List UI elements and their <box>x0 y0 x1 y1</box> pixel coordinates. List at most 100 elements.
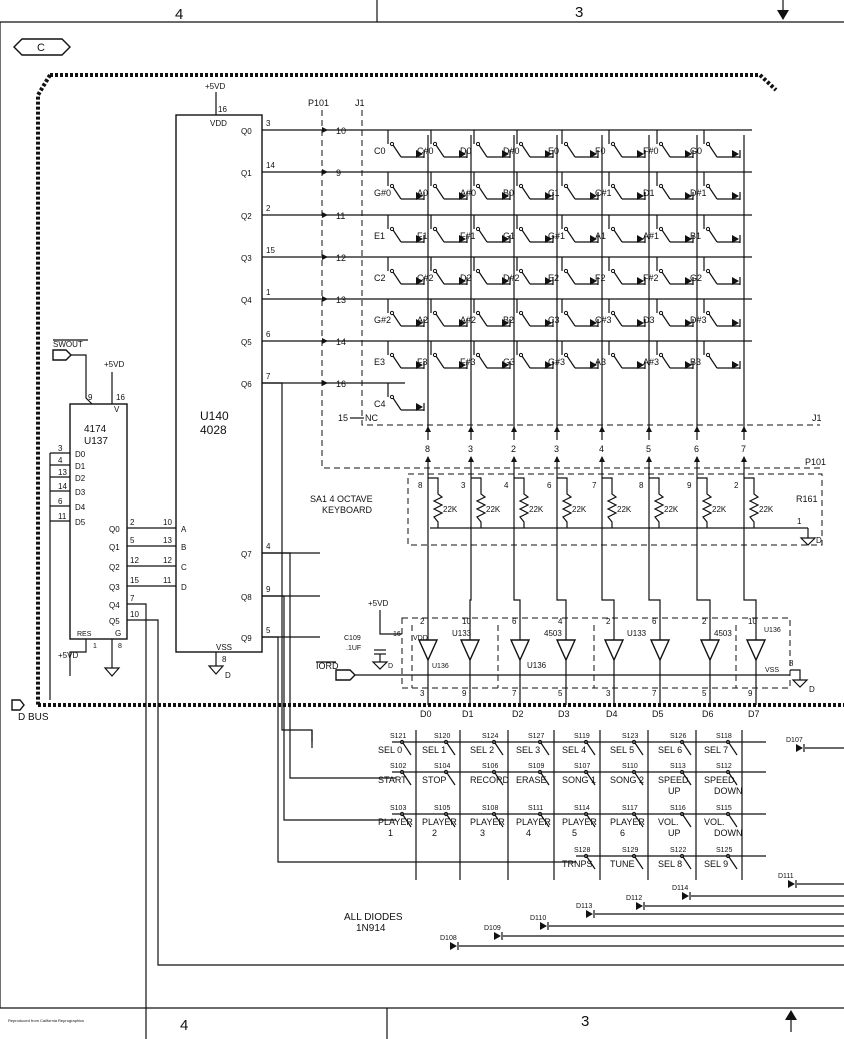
diode-icon <box>450 942 459 950</box>
diode-ref: D107 <box>786 737 803 744</box>
key-label: G1 <box>503 231 515 241</box>
data-bit-label: D2 <box>512 709 524 719</box>
switch-ref: S114 <box>574 805 590 812</box>
u140-part: 4028 <box>200 423 227 437</box>
switch-contact <box>563 183 569 189</box>
u140-output-pin: 7 <box>266 372 271 381</box>
switch-blade <box>661 271 671 285</box>
switch-blade <box>613 186 623 200</box>
switch-contact <box>705 141 711 147</box>
switch-ref: S123 <box>622 733 638 740</box>
switch-ref: S119 <box>574 733 590 740</box>
switch-blade <box>402 772 412 786</box>
resistor-icon <box>471 477 487 528</box>
key-switch-icon <box>475 141 488 158</box>
switch-contact <box>705 268 711 274</box>
key-label: C4 <box>374 399 386 409</box>
diode-body <box>637 361 644 369</box>
sheet-letter: C <box>37 42 45 54</box>
switch-blade <box>661 229 671 243</box>
u137-clk-num: 9 <box>88 393 93 402</box>
buffer-chip-label: 4503 <box>544 629 562 638</box>
connector-outline: P101 J1 J1 P101 15 NC <box>308 98 826 469</box>
switch-blade <box>435 186 445 200</box>
switch-label: SEL 3 <box>516 745 540 755</box>
switch-contact <box>705 352 711 358</box>
bus-label: D BUS <box>18 712 49 723</box>
key-label: G#3 <box>548 357 565 367</box>
u137-q5-wire <box>127 619 844 966</box>
connector-row-pin: 14 <box>336 337 346 347</box>
diode-body <box>685 277 692 285</box>
switch-blade <box>478 271 488 285</box>
resistor-pin: 4 <box>504 481 509 490</box>
switch-blade <box>708 271 718 285</box>
switch-contact <box>518 352 524 358</box>
switch-blade <box>682 856 692 870</box>
switch-contact <box>475 352 481 358</box>
u140-output-label: Q7 <box>241 550 252 559</box>
u137-input-pin: 13 <box>58 468 67 477</box>
switch-blade <box>708 144 718 158</box>
switch-blade <box>708 229 718 243</box>
key-switch-icon <box>705 141 718 158</box>
key-label: D2 <box>460 273 472 283</box>
buffer-input-pin: 2 <box>606 617 611 626</box>
switch-contact <box>658 141 664 147</box>
diode-body <box>685 150 692 158</box>
diode-body <box>637 235 644 243</box>
key-label: F#1 <box>460 231 476 241</box>
resistor-value: 22K <box>617 505 632 514</box>
resistor-pin: 8 <box>639 481 644 490</box>
u137-output-label: Q0 <box>109 525 120 534</box>
u140-output-label: Q3 <box>241 254 252 263</box>
arrow-up-icon <box>554 426 560 432</box>
buffer-input-pin: 10 <box>748 617 757 626</box>
switch-blade <box>392 271 402 285</box>
switch-label: VOL. <box>704 817 725 827</box>
switch-contact <box>432 226 438 232</box>
u137-v-num: 16 <box>116 393 125 402</box>
diode-body <box>459 192 466 200</box>
connector-j1-label-right: J1 <box>812 413 822 423</box>
switch-blade <box>435 313 445 327</box>
resistor-value: 22K <box>443 505 458 514</box>
switch-blade <box>566 355 576 369</box>
key-switch-icon <box>518 352 531 369</box>
key-switch-icon <box>610 310 623 327</box>
chip-u137: 4174 U137 V 16 9 RES 1 G 8 SWOUT +5VD +5… <box>52 339 128 677</box>
buffer-input-wire <box>743 470 757 640</box>
switch-label: TRNPS <box>562 859 593 869</box>
switch-blade <box>728 814 738 828</box>
switch-contact <box>563 226 569 232</box>
u137-res-label: RES <box>77 631 92 638</box>
u137-output-pin: 15 <box>130 576 139 585</box>
u137-input-pin: 11 <box>58 512 67 521</box>
key-switch-icon <box>658 310 671 327</box>
switch-blade <box>661 313 671 327</box>
diode-body <box>545 235 552 243</box>
key-label: A#2 <box>460 315 476 325</box>
switch-blade <box>586 772 596 786</box>
switch-blade <box>494 742 504 756</box>
switch-blade <box>521 313 531 327</box>
diode-body <box>636 902 643 910</box>
resistor-pin: 6 <box>547 481 552 490</box>
resistor-value: 22K <box>486 505 501 514</box>
switch-label: SEL 8 <box>658 859 682 869</box>
connector-p101-label: P101 <box>308 98 329 108</box>
resistor-value: 22K <box>529 505 544 514</box>
switch-blade <box>478 313 488 327</box>
keyboard-subtitle: KEYBOARD <box>322 505 373 515</box>
nc-label: NC <box>365 413 378 423</box>
resistor-icon <box>602 477 618 528</box>
buffer-input-pin: 2 <box>420 617 425 626</box>
u140-input-pin: 11 <box>163 576 172 585</box>
buffer-input-pin: 10 <box>462 617 471 626</box>
u137-g-num: 8 <box>118 643 122 650</box>
zone-label-top-4: 4 <box>175 6 183 23</box>
switch-ref: S112 <box>716 763 732 770</box>
key-switch-icon <box>563 141 576 158</box>
switch-blade <box>708 313 718 327</box>
connector-row-pin: 11 <box>336 211 345 221</box>
